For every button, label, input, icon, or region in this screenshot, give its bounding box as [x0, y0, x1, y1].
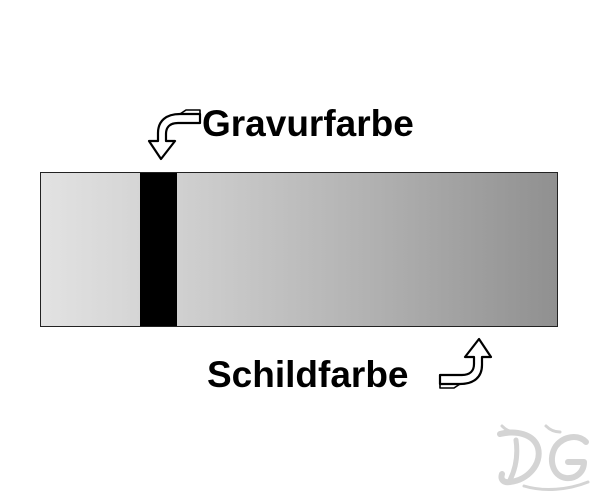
dg-logo-watermark	[497, 424, 590, 491]
engraving-color-label: Gravurfarbe	[202, 103, 414, 144]
plate-color-label: Schildfarbe	[207, 354, 409, 395]
engraving-plate-sample	[40, 172, 558, 327]
curved-arrow-down-left-icon	[147, 109, 202, 161]
engraving-stripe	[140, 173, 177, 326]
curved-arrow-up-right-icon	[438, 337, 493, 389]
